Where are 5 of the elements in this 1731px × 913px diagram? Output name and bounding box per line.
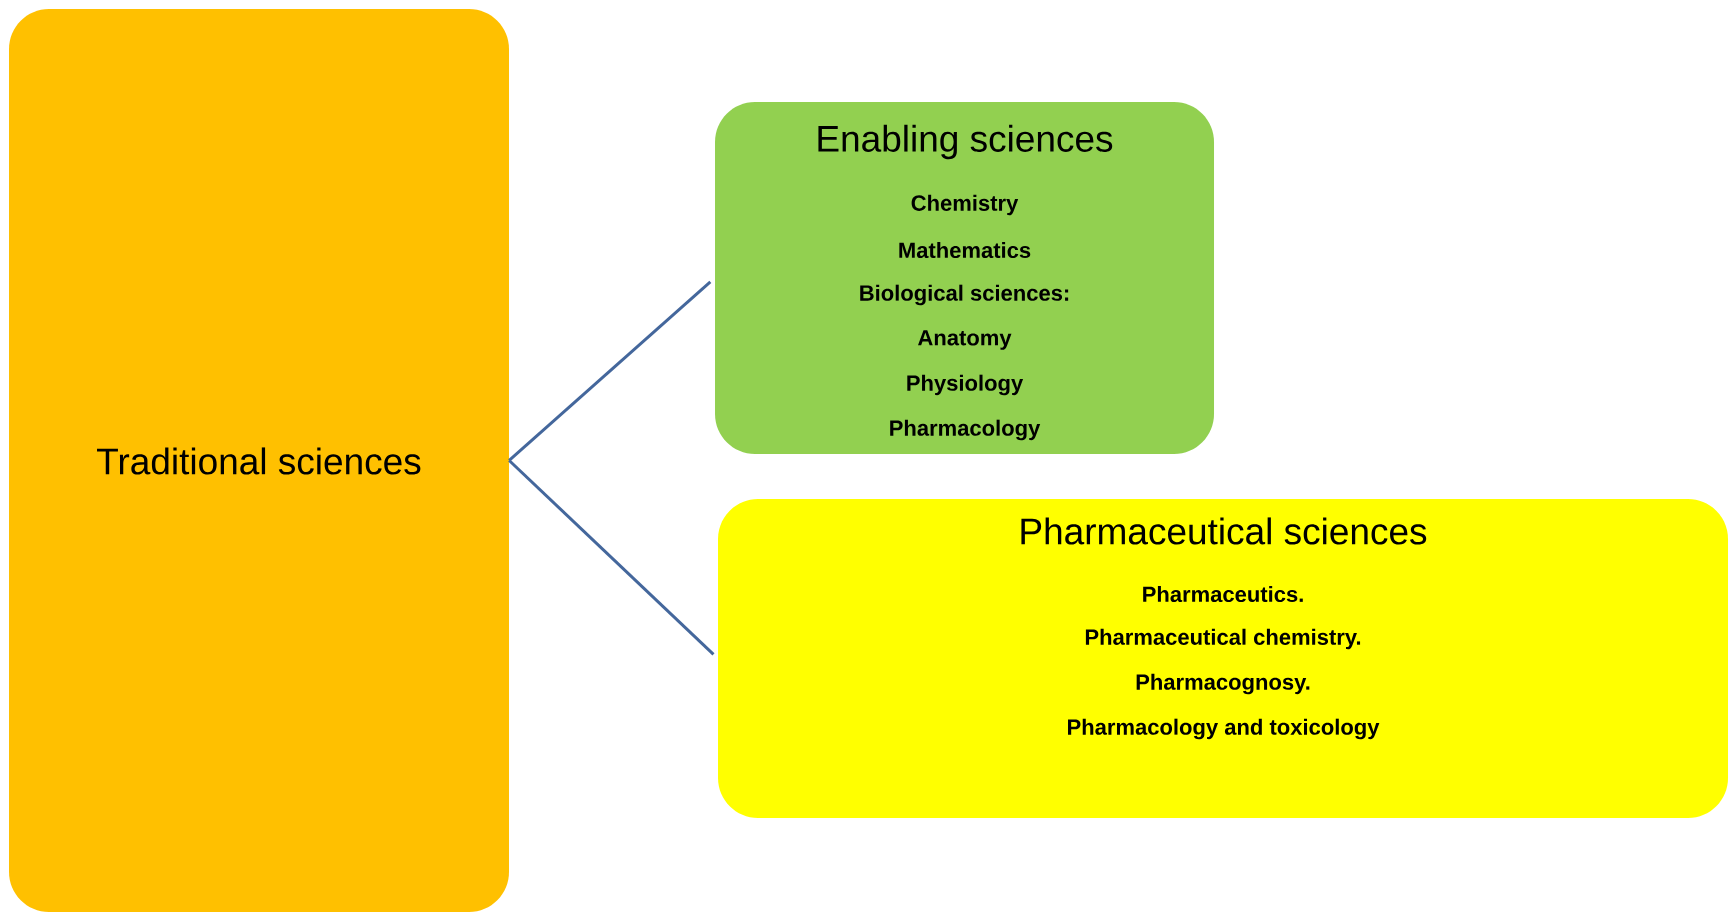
process-box: Enabling sciences Chemistry Mathematics Biological sciences: Anatomy Physiology Pharmacology xyxy=(715,102,1214,454)
connector-line xyxy=(508,459,715,656)
process-box: Pharmaceutical sciences Pharmaceutics. Pharmaceutical chemistry. Pharmacognosy. Pharmacology and toxicology xyxy=(718,499,1728,818)
process-box: Traditional sciences xyxy=(9,9,509,912)
connector-line xyxy=(508,280,712,462)
